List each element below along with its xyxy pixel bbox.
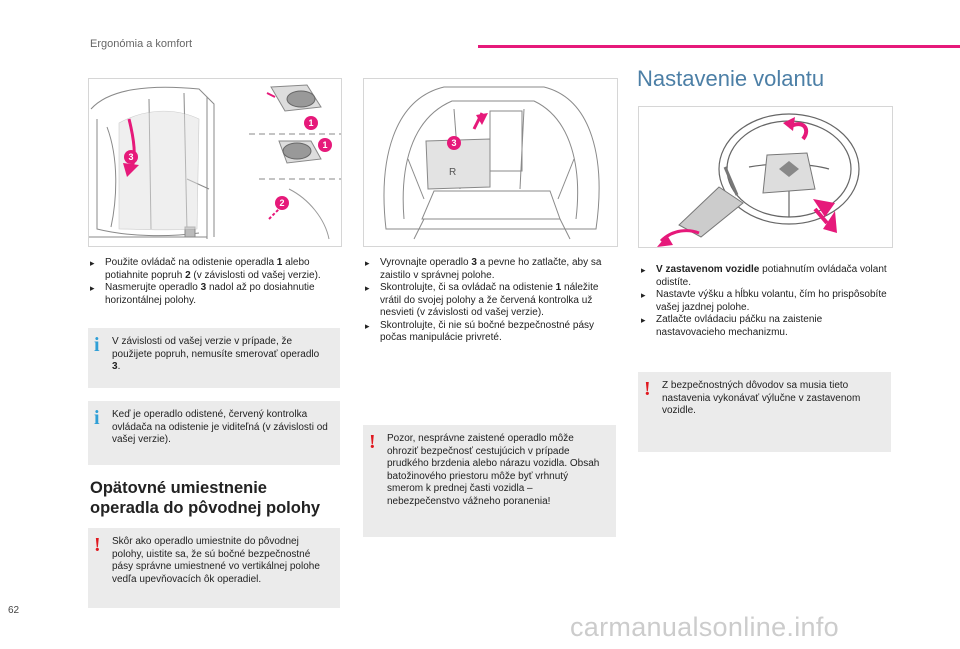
info-icon: i (94, 334, 100, 356)
svg-text:R: R (449, 167, 456, 178)
info-note-indicator: i Keď je operadlo odistené, červený kont… (88, 401, 340, 465)
header-accent-bar (478, 45, 960, 48)
list-item: ▸Použite ovládač na odistenie operadla 1… (90, 257, 321, 281)
watermark: carmanualsonline.info (570, 612, 839, 642)
steering-illustration (657, 113, 860, 247)
list-item: ▸Nastavte výšku a hĺbku volantu, čím ho … (641, 289, 887, 313)
bullet-icon: ▸ (641, 265, 646, 275)
rear-seat-illustration: 3 1 1 2 (89, 84, 341, 240)
warning-icon: ! (369, 431, 376, 453)
list-item: ▸Skontrolujte, či nie sú bočné bezpečnos… (365, 319, 595, 344)
bullet-icon: ▸ (90, 258, 95, 268)
info-icon: i (94, 407, 100, 429)
list-item: ▸Skontrolujte, či sa ovládač na odisteni… (365, 282, 599, 318)
bullet-icon: ▸ (365, 320, 370, 331)
svg-text:1: 1 (308, 118, 313, 128)
bullet-icon: ▸ (365, 258, 370, 268)
trunk-figure: R 3 (363, 78, 618, 247)
info-note-strap: i V závislosti od vašej verzie v prípade… (88, 328, 340, 388)
callout-3-seat (124, 150, 138, 164)
warning-icon: ! (94, 534, 101, 556)
page-number: 62 (8, 605, 20, 616)
svg-text:2: 2 (279, 198, 284, 208)
trunk-illustration: R 3 (383, 86, 600, 240)
bullet-icon: ▸ (641, 290, 646, 300)
warning-note-seatbelts: ! Skôr ako operadlo umiestnite do pôvodn… (88, 528, 340, 608)
bullet-icon: ▸ (90, 283, 95, 293)
page-header-title: Ergonómia a komfort (90, 38, 193, 50)
section-title-reposition: Opätovné umiestnenie operadla do pôvodne… (90, 479, 321, 517)
list-item: ▸Vyrovnajte operadlo 3 a pevne ho zatlač… (365, 257, 602, 281)
list-item: ▸V zastavenom vozidle potiahnutím ovláda… (641, 264, 887, 288)
warning-note-steering: ! Z bezpečnostných dôvodov sa musia tiet… (638, 372, 891, 452)
bullet-icon: ▸ (641, 315, 646, 325)
warning-icon: ! (644, 378, 651, 400)
steering-figure (638, 106, 893, 248)
svg-text:3: 3 (451, 138, 456, 148)
svg-text:1: 1 (322, 140, 327, 150)
list-item: ▸Nasmerujte operadlo 3 nadol až po dosia… (90, 282, 315, 306)
svg-text:3: 3 (128, 152, 133, 162)
col2-bullet-list: ▸Vyrovnajte operadlo 3 a pevne ho zatlač… (365, 257, 613, 345)
col1-bullet-list: ▸Použite ovládač na odistenie operadla 1… (90, 257, 340, 307)
steering-section-title: Nastavenie volantu (637, 66, 825, 91)
col3-bullet-list: ▸V zastavenom vozidle potiahnutím ovláda… (641, 264, 889, 339)
bullet-icon: ▸ (365, 283, 370, 293)
warning-note-backrest: ! Pozor, nesprávne zaistené operadlo môž… (363, 425, 616, 537)
rear-seat-figure: 3 1 1 2 (88, 78, 342, 247)
list-item: ▸Zatlačte ovládaciu páčku na zaistenie n… (641, 314, 823, 338)
